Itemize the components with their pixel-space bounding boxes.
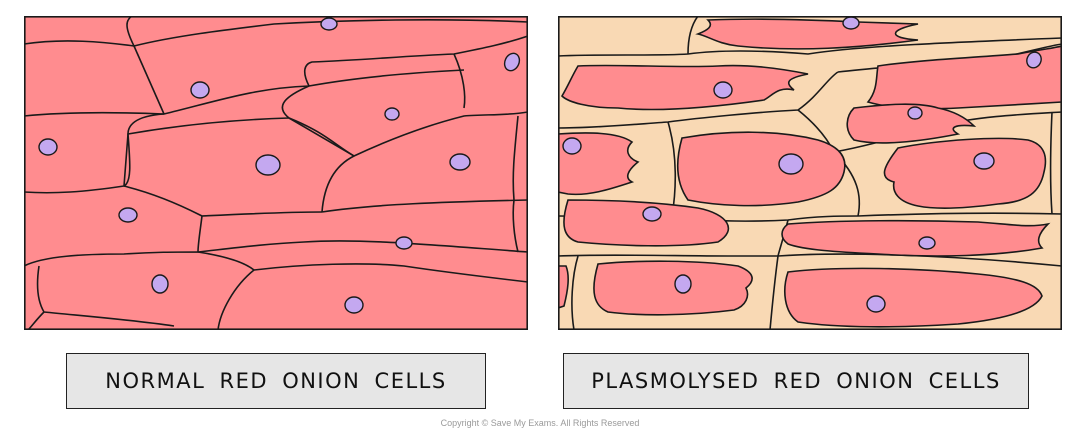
nucleus [778,153,804,175]
copyright-notice: Copyright © Save My Exams. All Rights Re… [440,418,640,428]
normal-cells-illustration [24,16,528,330]
cell-cytoplasm [781,219,1051,257]
nucleus [1026,51,1042,69]
nuclei [562,16,1042,313]
cell-cytoplasm [883,137,1047,209]
nucleus [918,236,936,250]
cell-cytoplasm [676,131,846,207]
nucleus [866,295,886,313]
nuclei [38,17,521,314]
nucleus [118,207,138,223]
cell-cytoplasm [846,103,977,144]
cell-cytoplasm [560,64,809,111]
panel-border [24,16,528,330]
plasmolysed-cells-panel [558,16,1062,330]
nucleus [395,236,413,250]
cell-cytoplasm [558,265,569,309]
nucleus [320,17,338,31]
nucleus [151,274,169,294]
nucleus [907,106,923,120]
shrunken-cytoplasm [558,18,1062,328]
nucleus [842,16,860,30]
cell-cytoplasm [563,199,730,247]
nucleus [190,81,210,99]
cell-walls [24,16,528,330]
nucleus [713,81,733,99]
nucleus [449,153,471,171]
normal-cells-label: NORMAL RED ONION CELLS [66,353,486,409]
nucleus [503,52,521,72]
nucleus [642,206,662,222]
plasmolysed-cells-illustration [558,16,1062,330]
normal-cells-panel [24,16,528,330]
cell-cytoplasm [784,267,1043,328]
plasmolysed-cells-label: PLASMOLYSED RED ONION CELLS [563,353,1029,409]
nucleus [384,107,400,121]
nucleus [562,137,582,155]
nucleus [344,296,364,314]
nucleus [973,152,995,170]
nucleus [674,274,692,294]
cell-cytoplasm [593,260,753,316]
nucleus [255,154,281,176]
cell-cytoplasm [866,45,1062,110]
panel-border [558,16,1062,330]
cell-cytoplasm [695,18,919,50]
nucleus [38,138,58,156]
